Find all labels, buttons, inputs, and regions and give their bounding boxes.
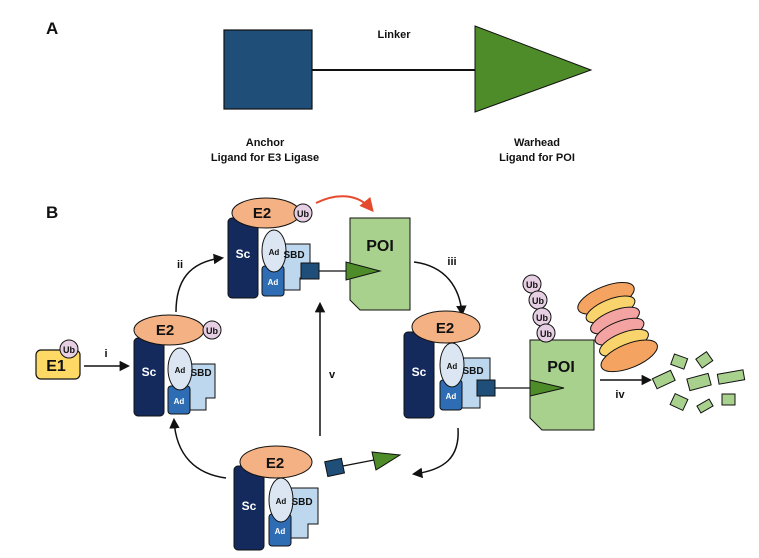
warhead-subtitle: Ligand for POI: [499, 152, 575, 164]
recycle-arrow: [169, 417, 227, 479]
ub-chain-label-4: Ub: [540, 329, 552, 339]
ad-label-right: Ad: [447, 362, 458, 371]
poi-right: POI: [529, 339, 595, 431]
anchor-title: Anchor: [246, 137, 285, 149]
ad-label-bottom: Ad: [276, 497, 287, 506]
step-ii-label: ii: [177, 259, 183, 271]
ub-chain-label-2: Ub: [532, 296, 544, 306]
ad-label-left: Ad: [175, 366, 186, 375]
sbd-label-left: SBD: [190, 368, 211, 379]
sc-label-bottom: Sc: [242, 499, 257, 513]
sbd-label-top: SBD: [283, 250, 304, 261]
sc-label-right: Sc: [412, 365, 427, 379]
sbd-label-bottom: SBD: [291, 497, 312, 508]
panel-a-letter: A: [46, 19, 58, 38]
e2-label-bottom: E2: [266, 455, 284, 472]
step-iii-label: iii: [447, 256, 456, 268]
step-iv-label: iv: [615, 389, 625, 401]
step-v-label: v: [329, 369, 336, 381]
step-ii-arrow: [175, 253, 225, 313]
e2-label-top: E2: [253, 205, 271, 222]
poi-top: POI: [345, 217, 411, 311]
e3-complex-right: E2 Sc Ad Ad SBD: [403, 310, 530, 419]
warhead-title: Warhead: [514, 137, 560, 149]
warhead-triangle: [474, 25, 593, 113]
ad-label-bottom-2: Ad: [275, 527, 286, 536]
sc-label-left: Sc: [142, 365, 157, 379]
ad-label-top: Ad: [269, 248, 280, 257]
polyubiquitin-chain: Ub Ub Ub Ub: [522, 274, 556, 343]
sc-label-top: Sc: [236, 247, 251, 261]
e1-enzyme: E1 Ub: [35, 339, 81, 380]
poi-label-top: POI: [366, 238, 394, 255]
panel-b-letter: B: [46, 203, 58, 222]
e1-ub-label: Ub: [63, 345, 75, 355]
ub-label-top: Ub: [297, 209, 309, 219]
anchor-square: [223, 29, 313, 110]
ub-label-left: Ub: [206, 326, 218, 336]
ad-label-left-2: Ad: [174, 397, 185, 406]
ub-chain-label-3: Ub: [536, 313, 548, 323]
e2-label-right: E2: [436, 320, 454, 337]
e3-complex-bottom: E2 Sc Ad Ad SBD: [233, 445, 319, 551]
ad-label-right-2: Ad: [446, 392, 457, 401]
linker-label: Linker: [377, 29, 411, 41]
anchor-subtitle: Ligand for E3 Ligase: [211, 152, 319, 164]
e1-label: E1: [46, 358, 66, 375]
ub-chain-label-1: Ub: [526, 280, 538, 290]
ub-transfer-arrow: [315, 195, 374, 213]
sbd-label-right: SBD: [462, 366, 483, 377]
e3-complex-top: E2 Ub Sc Ad Ad SBD: [227, 197, 346, 299]
step-i-label: i: [104, 348, 107, 360]
free-protac: [324, 451, 402, 478]
step-iii-arrow: [413, 261, 467, 317]
e3-complex-left: E2 Ub Sc Ad Ad SBD: [133, 314, 222, 417]
poi-label-right: POI: [547, 359, 575, 376]
release-arrow: [411, 427, 459, 479]
e2-label-left: E2: [156, 322, 174, 339]
proteasome: [577, 282, 658, 373]
peptide-fragments: [651, 350, 746, 414]
ad-label-top-2: Ad: [268, 278, 279, 287]
